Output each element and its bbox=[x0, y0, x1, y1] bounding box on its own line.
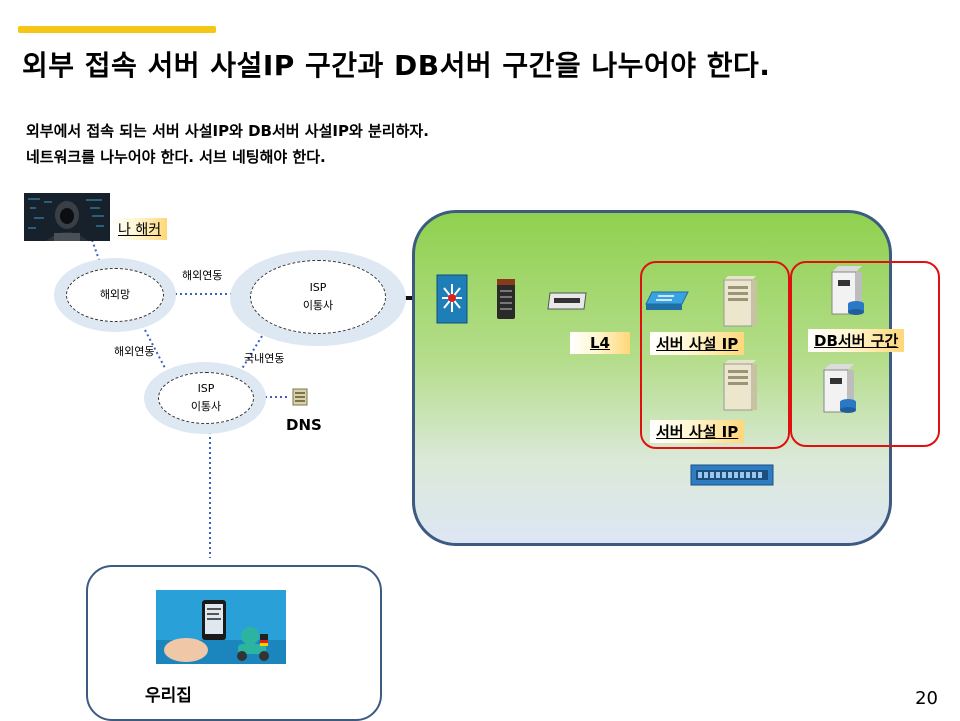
description-line-2: 네트워크를 나누어야 한다. 서브 네팅해야 한다. bbox=[26, 148, 326, 166]
link-overseas-isp-bottom bbox=[144, 329, 166, 369]
dns-label: DNS bbox=[286, 416, 322, 434]
isp-bottom: ISP 이통사 bbox=[158, 372, 254, 424]
server-icon bbox=[718, 360, 758, 412]
link-label-overseas-left: 해외연동 bbox=[114, 345, 155, 358]
overseas-network: 해외망 bbox=[66, 268, 164, 322]
dns-server-icon bbox=[292, 388, 308, 406]
link-isp-top-isp-bottom bbox=[239, 335, 263, 373]
router-icon bbox=[496, 278, 516, 320]
hacker-image bbox=[24, 193, 110, 241]
page-number: 20 bbox=[915, 688, 938, 709]
network-switch-icon bbox=[644, 290, 690, 312]
l4-label: L4 bbox=[570, 332, 630, 354]
overseas-network-label: 해외망 bbox=[99, 288, 131, 301]
server-icon bbox=[718, 276, 758, 328]
home-label: 우리집 bbox=[145, 686, 192, 706]
link-label-domestic: 국내연동 bbox=[244, 352, 285, 365]
isp-bottom-line1: ISP bbox=[197, 382, 215, 395]
firewall-switch-icon bbox=[436, 274, 468, 324]
storage-array-icon bbox=[690, 464, 774, 486]
db-segment-box bbox=[790, 261, 940, 447]
hacker-label: 나 해커 bbox=[112, 218, 168, 240]
server-ip-label-2: 서버 사설 IP bbox=[650, 420, 745, 443]
server-segment-box bbox=[640, 261, 790, 449]
db-server-icon bbox=[826, 266, 870, 316]
isp-top: ISP 이통사 bbox=[250, 260, 386, 334]
isp-top-line1: ISP bbox=[309, 281, 327, 294]
server-ip-label-1: 서버 사설 IP bbox=[650, 332, 745, 355]
slide-title: 외부 접속 서버 사설IP 구간과 DB서버 구간을 나누어야 한다. bbox=[22, 49, 771, 82]
l4-switch-icon bbox=[546, 291, 588, 313]
phone-delivery-image bbox=[156, 590, 286, 664]
db-server-icon bbox=[818, 364, 862, 414]
description-line-1: 외부에서 접속 되는 서버 사설IP와 DB서버 사설IP와 분리하자. bbox=[26, 122, 429, 140]
db-zone-label: DB서버 구간 bbox=[808, 329, 905, 352]
link-label-overseas-top: 해외연동 bbox=[182, 269, 223, 282]
title-accent-bar bbox=[18, 26, 216, 33]
isp-top-line2: 이통사 bbox=[302, 299, 334, 312]
isp-bottom-line2: 이통사 bbox=[190, 400, 222, 413]
